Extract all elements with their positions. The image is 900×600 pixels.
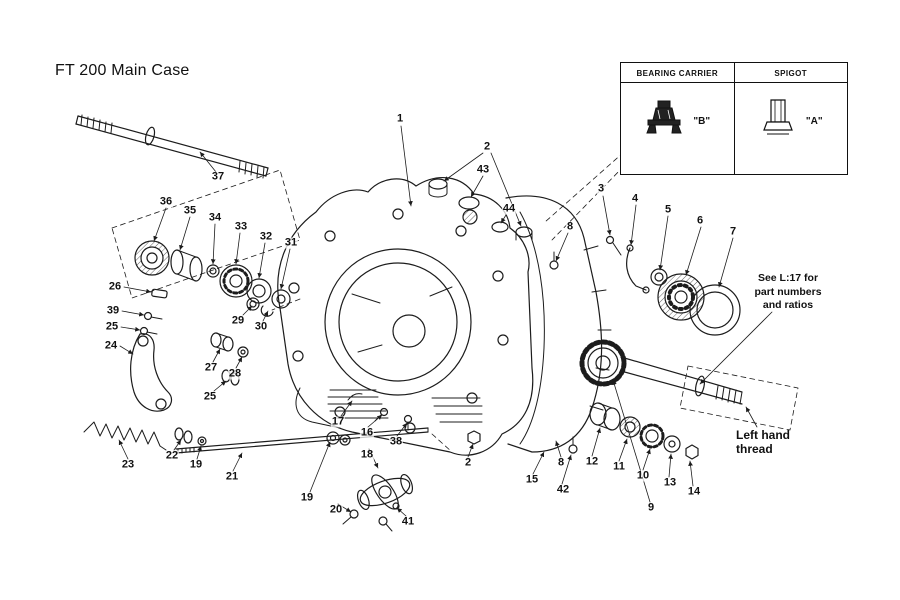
part-label-32: 32: [258, 230, 274, 243]
part-label-20: 20: [328, 503, 344, 516]
main-case-rear-half: [505, 195, 612, 454]
output-bearing-stack: [589, 402, 699, 460]
left-bearing-stack: [134, 240, 291, 317]
input-shaft-37: [75, 114, 269, 179]
part-label-12: 12: [584, 455, 600, 468]
inset-right-title: SPIGOT: [734, 63, 847, 83]
dashed-construction-lines: [111, 151, 799, 453]
part-label-19: 19: [299, 491, 315, 504]
part-label-16: 16: [359, 426, 375, 439]
spigot-icon: [759, 96, 797, 147]
part-label-15: 15: [524, 473, 540, 486]
part-label-11: 11: [612, 460, 626, 473]
inset-code-a: "A": [805, 116, 823, 127]
inset-bearing-carrier: BEARING CARRIER "B": [621, 63, 734, 174]
selector-fork-group: [130, 288, 249, 412]
part-label-10: 10: [635, 469, 651, 482]
part-label-9: 9: [646, 501, 656, 514]
part-label-36: 36: [158, 195, 174, 208]
part-label-8: 8: [565, 220, 575, 233]
part-label-3: 3: [596, 182, 606, 195]
part-label-33: 33: [233, 220, 249, 233]
part-label-22: 22: [164, 449, 180, 462]
top-plugs: [428, 178, 533, 445]
part-label-24: 24: [103, 339, 119, 352]
inset-code-b: "B": [693, 116, 711, 127]
part-label-2: 2: [463, 456, 473, 469]
bearing-carrier-icon: [644, 96, 684, 147]
universal-joint-group: [342, 393, 414, 532]
part-label-4: 4: [630, 192, 640, 205]
part-label-17: 17: [330, 415, 346, 428]
part-label-39: 39: [105, 304, 121, 317]
part-label-43: 43: [475, 163, 491, 176]
part-label-28: 28: [227, 367, 243, 380]
inset-legend: BEARING CARRIER "B" S: [620, 62, 848, 175]
output-shaft-group: [579, 339, 743, 405]
right-bearing-carrier-group: [605, 235, 741, 336]
page-title: FT 200 Main Case: [55, 62, 190, 79]
part-label-7: 7: [728, 225, 738, 238]
spring-and-rod-group: [83, 421, 429, 454]
part-label-21: 21: [224, 470, 240, 483]
main-case-front-half: [277, 177, 534, 456]
part-label-29: 29: [230, 314, 246, 327]
part-label-2: 2: [482, 140, 492, 153]
part-label-25: 25: [202, 390, 218, 403]
part-label-5: 5: [663, 203, 673, 216]
part-label-35: 35: [182, 204, 198, 217]
part-label-37: 37: [210, 170, 226, 183]
part-label-34: 34: [207, 211, 223, 224]
part-label-14: 14: [686, 485, 702, 498]
part-label-42: 42: [555, 483, 571, 496]
part-label-30: 30: [253, 320, 269, 333]
part-label-19: 19: [188, 458, 204, 471]
inset-left-title: BEARING CARRIER: [621, 63, 734, 83]
part-label-31: 31: [283, 236, 299, 249]
part-label-26: 26: [107, 280, 123, 293]
part-label-8: 8: [556, 456, 566, 469]
part-label-27: 27: [203, 361, 219, 374]
part-label-18: 18: [359, 448, 375, 461]
part-label-38: 38: [388, 435, 404, 448]
ratio-note: See L:17 for part numbers and ratios: [754, 272, 822, 312]
inset-spigot: SPIGOT "A": [733, 63, 847, 174]
part-label-23: 23: [120, 458, 136, 471]
part-label-41: 41: [400, 515, 416, 528]
left-hand-thread-note: Left hand thread: [736, 428, 790, 457]
part-label-1: 1: [395, 112, 405, 125]
leader-lines: [118, 125, 773, 517]
part-label-13: 13: [662, 476, 678, 489]
part-label-6: 6: [695, 214, 705, 227]
part-label-25: 25: [104, 320, 120, 333]
part-label-44: 44: [501, 202, 517, 215]
